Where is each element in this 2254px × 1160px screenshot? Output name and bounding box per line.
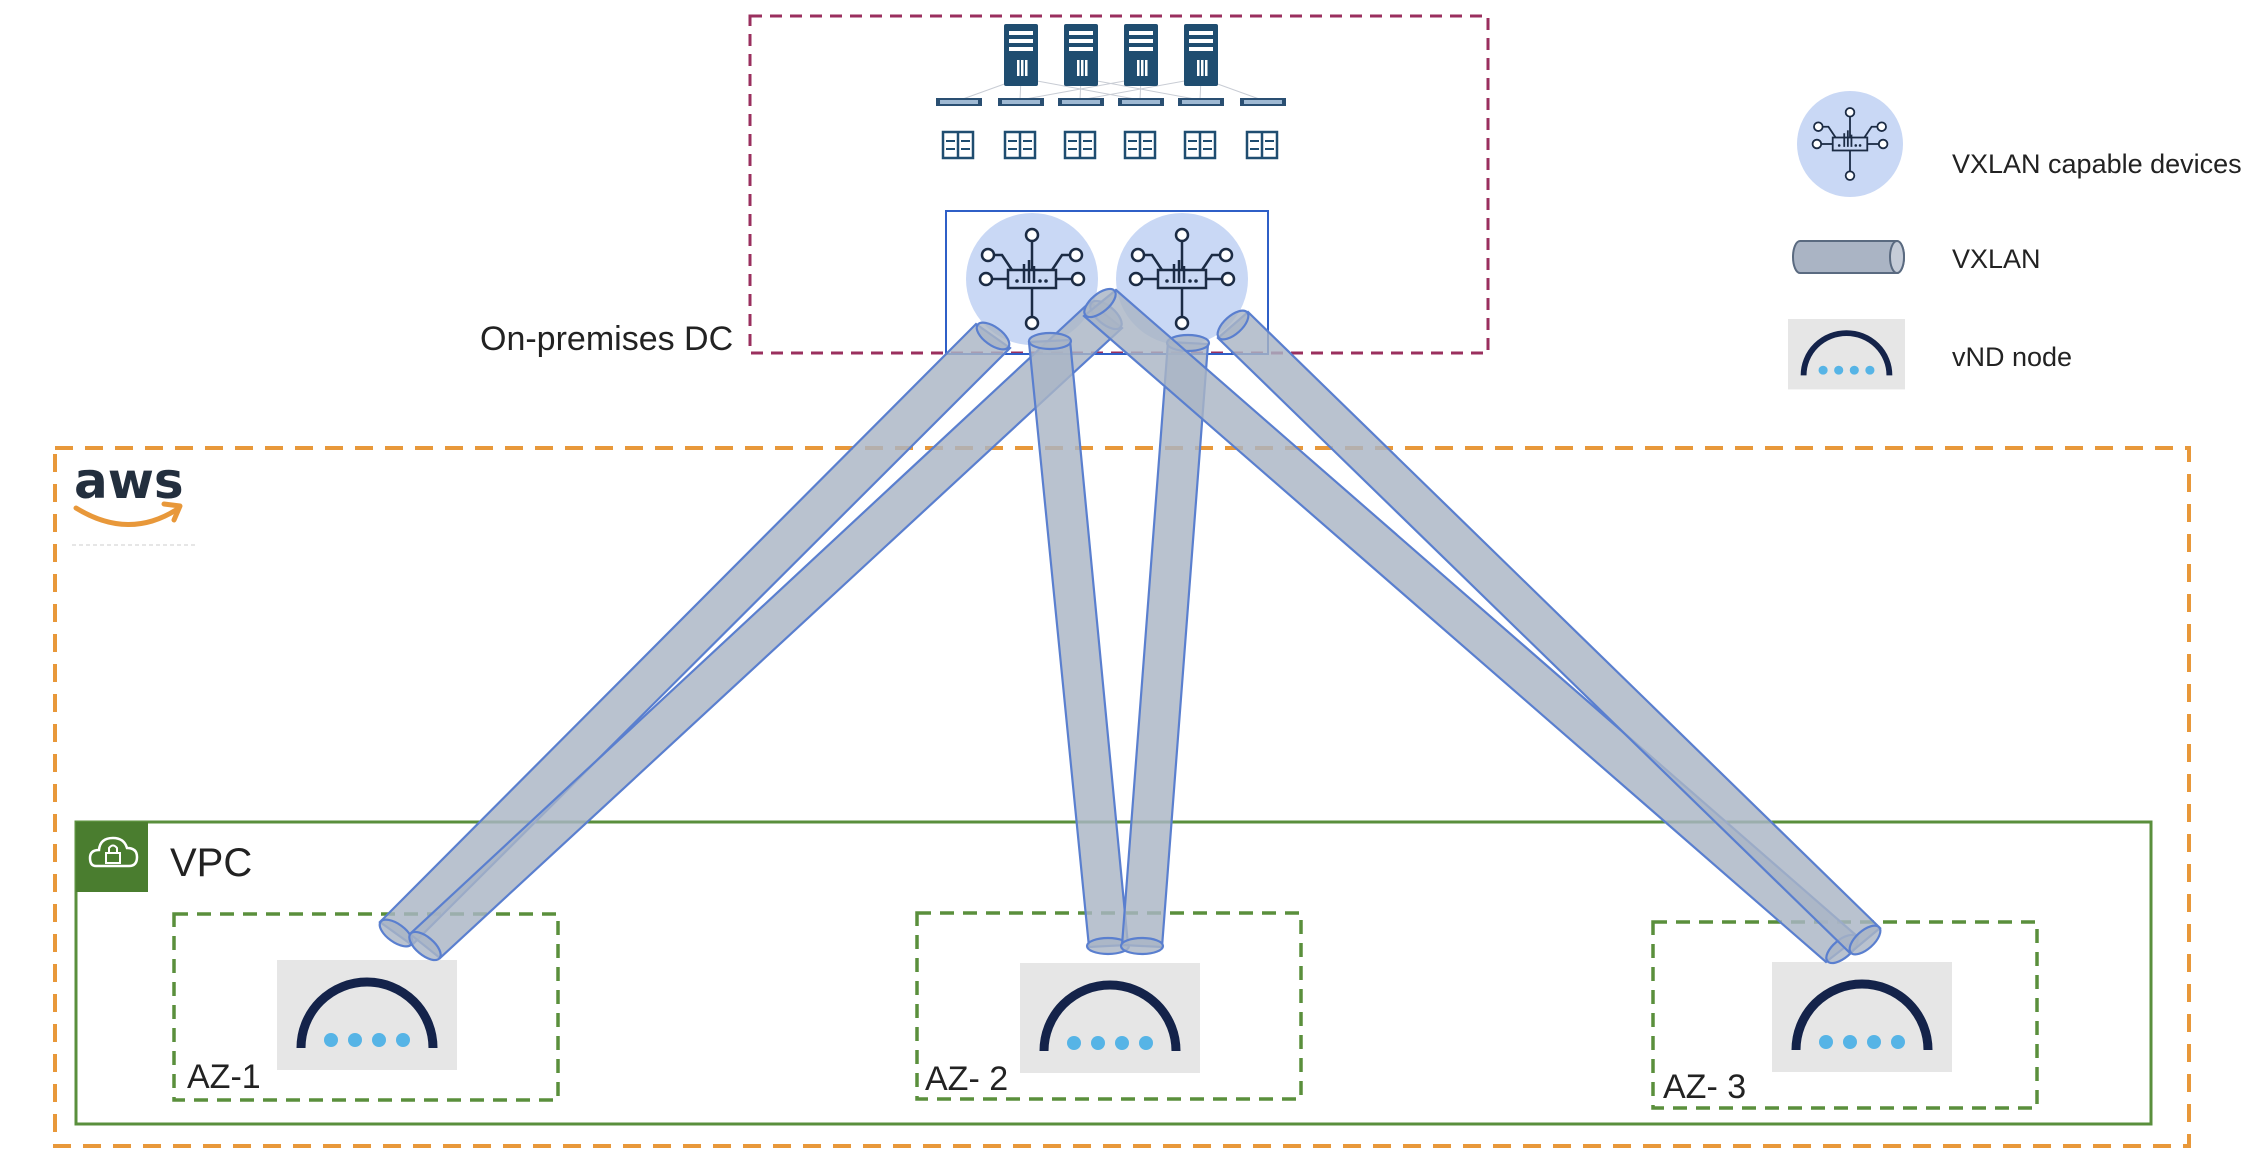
storage-unit-icon	[941, 130, 975, 160]
vnd-node-icon	[277, 960, 457, 1070]
vxlan-tunnel-icon	[1792, 240, 1905, 274]
vxlan-tunnels	[378, 287, 1882, 965]
server-tower-icon	[1124, 24, 1158, 86]
legend-vxlan-device-label: VXLAN capable devices	[1952, 149, 2242, 179]
legend-vnd-node-label: vND node	[1952, 342, 2072, 372]
server-tower-icon	[1184, 24, 1218, 86]
vnd-node-icon	[1772, 962, 1952, 1072]
cloud-lock-icon	[76, 822, 148, 892]
storage-unit-icon	[1003, 130, 1037, 160]
vxlan-tunnel	[1216, 309, 1882, 956]
aws-logo: aws	[72, 452, 195, 546]
legend-vxlan-label: VXLAN	[1952, 244, 2041, 274]
az-1-boundary	[172, 912, 560, 1102]
access-switch-icon	[936, 98, 982, 106]
storage-unit-icon	[1123, 130, 1157, 160]
access-switch-icon	[998, 98, 1044, 106]
vxlan-tunnel	[1082, 287, 1860, 965]
access-switch-icon	[1118, 98, 1164, 106]
vnd-node-icon	[1788, 319, 1905, 389]
server-tower-icon	[1004, 24, 1038, 86]
vnd-node-icon	[1020, 963, 1200, 1073]
access-switch-icon	[1178, 98, 1224, 106]
border-switch-group	[945, 210, 1269, 355]
legend: VXLAN capable devices VXLAN vND node	[1788, 91, 2242, 389]
server-fabric	[936, 24, 1286, 160]
vxlan-device-icon	[1797, 91, 1903, 197]
az-1-label: AZ-1	[187, 1058, 261, 1096]
storage-unit-icon	[1183, 130, 1217, 160]
storage-unit-icon	[1245, 130, 1279, 160]
aws-region-boundary	[53, 446, 2191, 1148]
aws-logo-text: aws	[74, 452, 184, 510]
vxlan-tunnel	[1119, 333, 1211, 956]
az-3-label: AZ- 3	[1663, 1068, 1746, 1106]
vxlan-device-icon	[966, 213, 1098, 345]
onprem-dc-label: On-premises DC	[480, 320, 733, 358]
vxlan-tunnel	[1027, 331, 1131, 956]
server-tower-icon	[1064, 24, 1098, 86]
vxlan-device-icon	[1116, 213, 1248, 345]
vpc-label: VPC	[170, 841, 252, 885]
vxlan-tunnel	[408, 299, 1124, 962]
access-switch-icon	[1240, 98, 1286, 106]
vxlan-tunnel	[378, 321, 1012, 948]
storage-unit-icon	[1063, 130, 1097, 160]
access-switch-icon	[1058, 98, 1104, 106]
az-2-label: AZ- 2	[925, 1060, 1008, 1098]
